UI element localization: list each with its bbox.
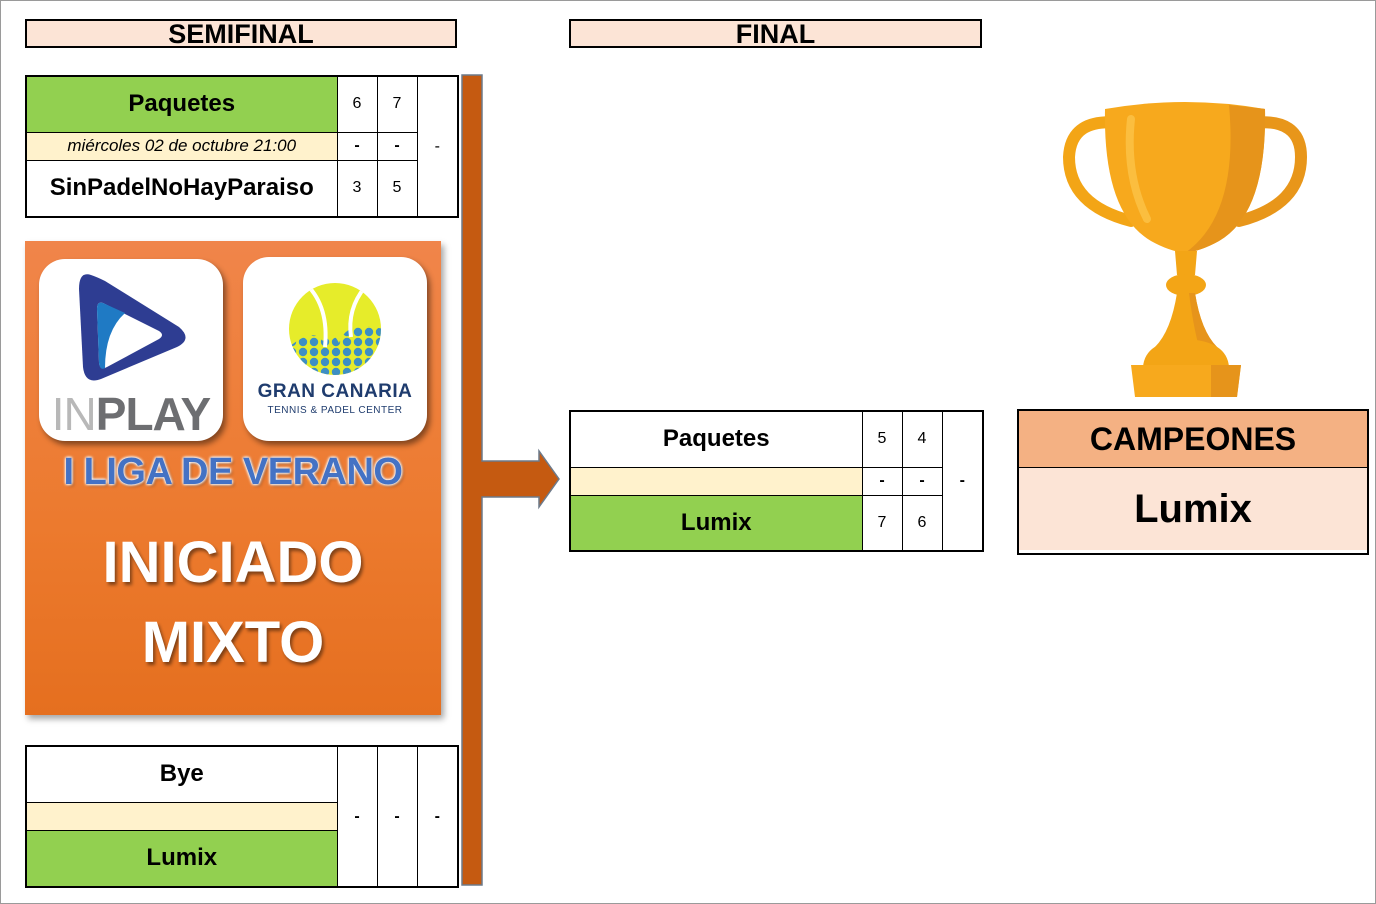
team2-set2: 6 xyxy=(901,494,943,552)
set1-separator: - xyxy=(861,466,903,496)
set3-column: - xyxy=(416,75,459,218)
set3-separator: - xyxy=(959,472,965,489)
team2-name: Lumix xyxy=(25,829,338,888)
set3-separator: - xyxy=(434,807,440,825)
team2-set1: 3 xyxy=(336,159,378,218)
set2-separator: - xyxy=(376,131,418,161)
set3-column: - xyxy=(941,410,984,552)
team2-name: SinPadelNoHayParaiso xyxy=(25,159,338,218)
set1-column: - xyxy=(336,745,378,888)
gran-canaria-subtitle: TENNIS & PADEL CENTER xyxy=(267,405,403,416)
team1-set2: 4 xyxy=(901,410,943,468)
set2-separator: - xyxy=(901,466,943,496)
team1-set2: 7 xyxy=(376,75,418,133)
match-date xyxy=(25,801,338,831)
match-date: miércoles 02 de octubre 21:00 xyxy=(25,131,338,161)
category-line2: MIXTO xyxy=(141,610,325,675)
semifinal-match-2: Bye - - - Lumix xyxy=(25,745,459,888)
team2-name: Lumix xyxy=(569,494,863,552)
set1-separator: - xyxy=(336,131,378,161)
team1-name: Paquetes xyxy=(569,410,863,468)
champions-label: CAMPEONES xyxy=(1019,411,1367,468)
semifinal-match-1: Paquetes 6 7 - miércoles 02 de octubre 2… xyxy=(25,75,459,218)
champion-team: Lumix xyxy=(1019,468,1367,550)
trophy-icon xyxy=(1062,102,1308,397)
league-title: I LIGA DE VERANO xyxy=(63,451,403,493)
inplay-wordmark: INPLAY xyxy=(39,387,223,441)
set3-column: - xyxy=(416,745,459,888)
set1-separator: - xyxy=(354,807,360,825)
inplay-wordmark-in: IN xyxy=(51,388,97,440)
gran-canaria-title: GRAN CANARIA xyxy=(257,381,413,402)
play-triangle-icon xyxy=(79,274,186,381)
set2-column: - xyxy=(376,745,418,888)
tennis-ball-icon xyxy=(289,283,381,375)
team2-set2: 5 xyxy=(376,159,418,218)
inplay-wordmark-play: PLAY xyxy=(95,388,211,440)
set3-separator: - xyxy=(434,137,440,155)
final-match: Paquetes 5 4 - - - Lumix 7 6 xyxy=(569,410,984,552)
team1-name: Bye xyxy=(25,745,338,803)
team2-set1: 7 xyxy=(861,494,903,552)
bracket-connector-arrow xyxy=(461,74,560,886)
champions-box: CAMPEONES Lumix xyxy=(1017,409,1369,555)
inplay-logo: INPLAY xyxy=(39,259,223,441)
category-line1: INICIADO xyxy=(102,530,364,595)
set2-separator: - xyxy=(394,807,400,825)
final-header: FINAL xyxy=(569,19,982,48)
league-promo-panel: INPLAY GRAN CANARIA TENNIS & PADEL CENTE… xyxy=(25,241,441,715)
gran-canaria-logo: GRAN CANARIA TENNIS & PADEL CENTER xyxy=(243,257,427,441)
team1-set1: 5 xyxy=(861,410,903,468)
match-date xyxy=(569,466,863,496)
team1-set1: 6 xyxy=(336,75,378,133)
semifinal-header: SEMIFINAL xyxy=(25,19,457,48)
team1-name: Paquetes xyxy=(25,75,338,133)
